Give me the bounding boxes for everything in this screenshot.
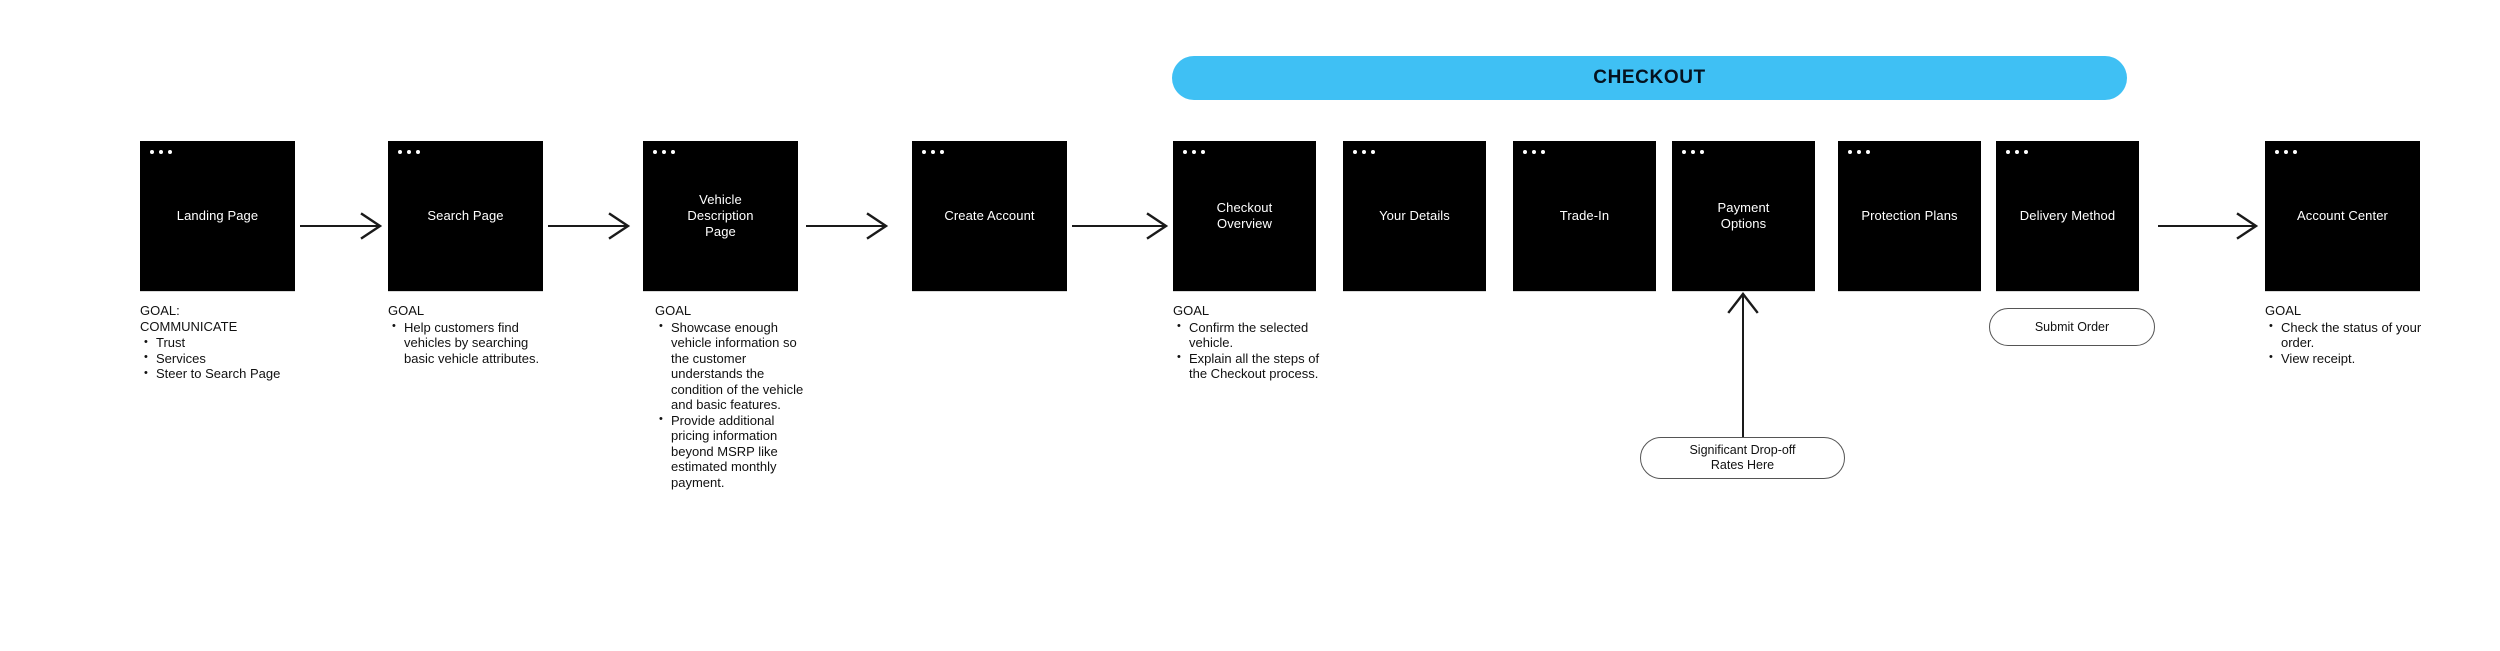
goal-list: Showcase enough vehicle information so t… <box>655 319 815 491</box>
page-card-label: Protection Plans <box>1861 208 1958 223</box>
goal-item: Showcase enough vehicle information so t… <box>655 319 815 413</box>
page-card-search-page[interactable]: Search Page <box>388 141 543 291</box>
page-card-label: Payment Options <box>1717 200 1770 231</box>
arrow-right-icon <box>548 212 634 240</box>
page-card-protection-plans[interactable]: Protection Plans <box>1838 141 1981 291</box>
page-card-label: Search Page <box>427 208 504 223</box>
goal-block-checkout-overview: GOAL Confirm the selected vehicle. Expla… <box>1173 303 1323 382</box>
window-dots-icon <box>1682 150 1704 154</box>
window-dots-icon <box>1353 150 1375 154</box>
goal-item: Provide additional pricing information b… <box>655 412 815 491</box>
page-card-label: Checkout Overview <box>1216 200 1273 231</box>
goal-item: View receipt. <box>2265 350 2425 367</box>
goal-title: GOAL: COMMUNICATE <box>140 303 238 334</box>
dropoff-callout: Significant Drop-off Rates Here <box>1640 437 1845 479</box>
page-card-account-center[interactable]: Account Center <box>2265 141 2420 291</box>
goal-item: Services <box>140 350 320 367</box>
goal-item: Check the status of your order. <box>2265 319 2425 351</box>
checkout-banner-label: CHECKOUT <box>1593 67 1706 88</box>
arrow-right-icon <box>2158 212 2262 240</box>
page-card-landing-page[interactable]: Landing Page <box>140 141 295 291</box>
window-dots-icon <box>1848 150 1870 154</box>
page-card-label: Landing Page <box>176 208 259 223</box>
page-card-label: Create Account <box>944 208 1035 223</box>
goal-block-landing-page: GOAL: COMMUNICATE Trust Services Steer t… <box>140 303 320 382</box>
goal-title: GOAL <box>1173 303 1210 318</box>
page-card-create-account[interactable]: Create Account <box>912 141 1067 291</box>
page-card-label: Account Center <box>2296 208 2388 223</box>
page-card-payment-options[interactable]: Payment Options <box>1672 141 1815 291</box>
goal-list: Trust Services Steer to Search Page <box>140 335 320 382</box>
goal-list: Confirm the selected vehicle. Explain al… <box>1173 319 1323 382</box>
page-card-trade-in[interactable]: Trade-In <box>1513 141 1656 291</box>
page-card-checkout-overview[interactable]: Checkout Overview <box>1173 141 1316 291</box>
goal-block-account-center: GOAL Check the status of your order. Vie… <box>2265 303 2425 366</box>
page-card-label: Vehicle Description Page <box>687 192 754 239</box>
goal-title: GOAL <box>388 303 425 318</box>
window-dots-icon <box>398 150 420 154</box>
page-card-delivery-method[interactable]: Delivery Method <box>1996 141 2139 291</box>
goal-block-search-page: GOAL Help customers find vehicles by sea… <box>388 303 548 366</box>
goal-title: GOAL <box>655 303 692 318</box>
window-dots-icon <box>653 150 675 154</box>
submit-order-button[interactable]: Submit Order <box>1989 308 2155 346</box>
page-card-label: Delivery Method <box>2019 208 2116 223</box>
dropoff-callout-label: Significant Drop-off Rates Here <box>1689 443 1796 472</box>
arrow-right-icon <box>300 212 386 240</box>
submit-order-label: Submit Order <box>2034 319 2110 334</box>
window-dots-icon <box>1183 150 1205 154</box>
page-card-your-details[interactable]: Your Details <box>1343 141 1486 291</box>
window-dots-icon <box>2006 150 2028 154</box>
arrow-up-icon <box>1718 290 1768 438</box>
window-dots-icon <box>922 150 944 154</box>
arrow-right-icon <box>806 212 892 240</box>
arrow-right-icon <box>1072 212 1172 240</box>
page-card-label: Trade-In <box>1559 208 1610 223</box>
goal-item: Trust <box>140 335 320 351</box>
window-dots-icon <box>1523 150 1545 154</box>
goal-item: Confirm the selected vehicle. <box>1173 319 1323 351</box>
page-card-label: Your Details <box>1379 208 1450 223</box>
goal-title: GOAL <box>2265 303 2302 318</box>
goal-item: Explain all the steps of the Checkout pr… <box>1173 350 1323 382</box>
window-dots-icon <box>2275 150 2297 154</box>
goal-list: Help customers find vehicles by searchin… <box>388 319 548 367</box>
goal-item: Steer to Search Page <box>140 366 320 382</box>
goal-list: Check the status of your order. View rec… <box>2265 319 2425 367</box>
goal-item: Help customers find vehicles by searchin… <box>388 319 548 367</box>
page-card-vehicle-description-page[interactable]: Vehicle Description Page <box>643 141 798 291</box>
goal-block-vehicle-description-page: GOAL Showcase enough vehicle information… <box>655 303 815 490</box>
window-dots-icon <box>150 150 172 154</box>
checkout-phase-banner: CHECKOUT <box>1172 56 2127 100</box>
